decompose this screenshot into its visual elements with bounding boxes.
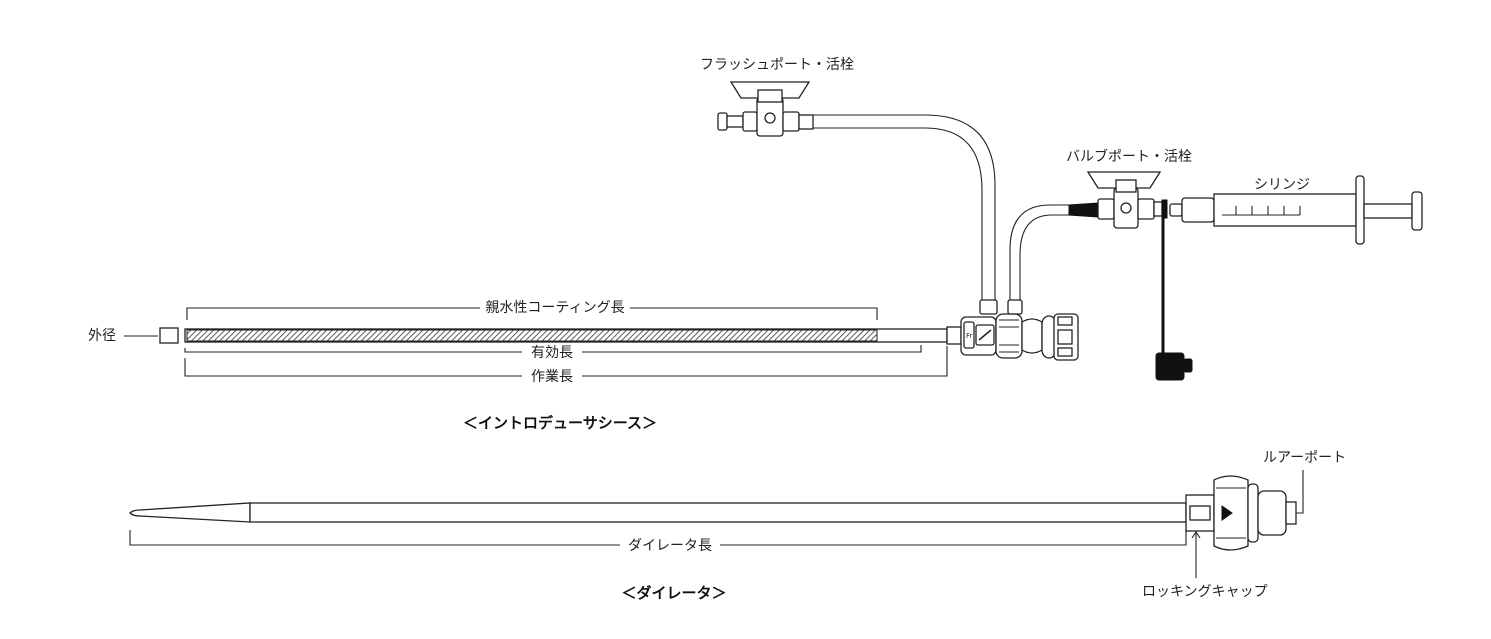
dilator-shaft bbox=[249, 502, 1187, 523]
dilator-title: ＜ダイレータ＞ bbox=[621, 584, 726, 602]
effective-length-label: 有効長 bbox=[531, 345, 573, 361]
flush-port-label: フラッシュポート・活栓 bbox=[700, 57, 854, 73]
syringe bbox=[1169, 175, 1423, 245]
hydrophilic-coating bbox=[186, 329, 878, 342]
locking-cap-label: ロッキングキャップ bbox=[1142, 584, 1268, 600]
outer-diameter-label: 外径 bbox=[88, 328, 116, 344]
working-length-label: 作業長 bbox=[531, 369, 573, 385]
dilator-hub bbox=[1185, 475, 1297, 551]
svg-text:Fr: Fr bbox=[966, 332, 973, 340]
valve-stopcock bbox=[1086, 171, 1193, 381]
flush-port-tube bbox=[813, 114, 998, 315]
luer-port-leader bbox=[1296, 470, 1304, 514]
valve-port-label: バルブポート・活栓 bbox=[1066, 148, 1192, 165]
strain-relief bbox=[946, 326, 962, 345]
coating-length-label: 親水性コーティング長 bbox=[485, 300, 624, 316]
valve-port-tube bbox=[1007, 202, 1099, 315]
dilator-length-label: ダイレータ長 bbox=[628, 538, 712, 554]
sheath-cross-section bbox=[159, 327, 179, 344]
syringe-label: シリンジ bbox=[1254, 177, 1310, 193]
flush-stopcock bbox=[717, 81, 814, 137]
luer-port-label: ルアーポート bbox=[1263, 450, 1346, 466]
sheath-title: ＜イントロデューサシース＞ bbox=[463, 414, 657, 432]
dilator-assembly: ルアーポート ロッキングキャップ ダイレータ長 ＜ダイレータ＞ bbox=[129, 450, 1346, 602]
dilator-tip bbox=[129, 502, 251, 523]
sheath-hub: Fr bbox=[960, 313, 1079, 361]
sheath-assembly: 外径 Fr bbox=[88, 57, 1423, 432]
